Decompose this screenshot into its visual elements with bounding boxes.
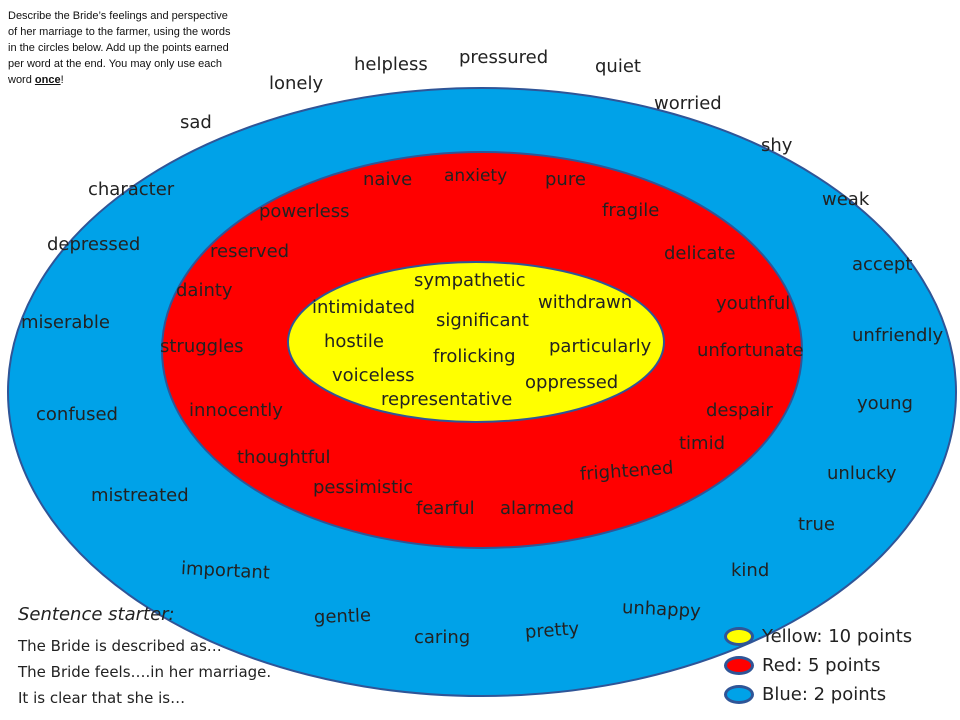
sentence-starter-line: It is clear that she is… <box>18 689 186 707</box>
word-fragile: fragile <box>602 200 660 221</box>
word-alarmed: alarmed <box>500 498 575 519</box>
word-representative: representative <box>381 389 513 410</box>
word-confused: confused <box>36 404 118 425</box>
points-legend: Yellow: 10 points Red: 5 points Blue: 2 … <box>724 622 912 709</box>
word-delicate: delicate <box>664 243 736 264</box>
word-naive: naive <box>363 169 413 190</box>
word-gentle: gentle <box>313 605 372 628</box>
legend-label: Yellow: 10 points <box>762 625 913 647</box>
word-timid: timid <box>679 433 726 454</box>
word-particularly: particularly <box>549 336 652 357</box>
word-young: young <box>857 393 913 414</box>
word-struggles: struggles <box>160 336 244 357</box>
word-miserable: miserable <box>21 312 110 333</box>
sentence-starter-heading: Sentence starter: <box>18 604 175 625</box>
word-significant: significant <box>436 310 529 331</box>
word-thoughtful: thoughtful <box>237 447 331 468</box>
word-withdrawn: withdrawn <box>538 292 633 313</box>
word-worried: worried <box>654 93 722 114</box>
word-shy: shy <box>761 135 793 156</box>
word-hostile: hostile <box>324 331 384 352</box>
word-pessimistic: pessimistic <box>313 477 414 498</box>
legend-item-yellow: Yellow: 10 points <box>724 622 912 650</box>
legend-item-red: Red: 5 points <box>724 651 912 679</box>
word-lonely: lonely <box>269 73 324 94</box>
word-sad: sad <box>180 112 212 133</box>
word-pretty: pretty <box>524 618 580 643</box>
blue-swatch-icon <box>724 684 754 704</box>
word-powerless: powerless <box>259 201 350 222</box>
sentence-starter-line: The Bride feels….in her marriage. <box>18 663 272 681</box>
word-unlucky: unlucky <box>827 463 897 484</box>
word-accept: accept <box>852 254 913 275</box>
yellow-ring <box>287 261 665 423</box>
legend-item-blue: Blue: 2 points <box>724 680 912 708</box>
word-reserved: reserved <box>210 241 290 262</box>
word-unfortunate: unfortunate <box>697 340 804 361</box>
word-voiceless: voiceless <box>332 365 415 386</box>
word-youthful: youthful <box>716 293 791 314</box>
word-true: true <box>798 514 835 535</box>
word-frolicking: frolicking <box>433 346 516 367</box>
word-weak: weak <box>822 189 870 210</box>
word-despair: despair <box>706 400 773 421</box>
word-pressured: pressured <box>459 47 549 68</box>
word-innocently: innocently <box>189 400 283 421</box>
word-mistreated: mistreated <box>91 485 189 506</box>
sentence-starter-line: The Bride is described as… <box>18 637 222 655</box>
word-kind: kind <box>731 560 770 581</box>
word-oppressed: oppressed <box>525 372 619 393</box>
word-character: character <box>88 179 175 200</box>
legend-label: Blue: 2 points <box>762 683 887 705</box>
word-unfriendly: unfriendly <box>852 325 944 346</box>
sentence-starter: Sentence starter: The Bride is described… <box>18 604 271 711</box>
word-quiet: quiet <box>595 56 641 77</box>
word-important: important <box>180 558 271 584</box>
word-dainty: dainty <box>176 280 233 301</box>
word-fearful: fearful <box>416 498 475 519</box>
word-helpless: helpless <box>354 54 428 75</box>
red-swatch-icon <box>724 655 754 675</box>
instructions-text: Describe the Bride’s feelings and perspe… <box>8 10 231 86</box>
word-caring: caring <box>414 627 471 648</box>
word-intimidated: intimidated <box>312 297 416 318</box>
word-unhappy: unhappy <box>621 597 702 623</box>
word-depressed: depressed <box>47 234 141 255</box>
yellow-swatch-icon <box>724 626 754 646</box>
word-sympathetic: sympathetic <box>414 270 526 291</box>
word-pure: pure <box>545 169 586 190</box>
legend-label: Red: 5 points <box>762 654 881 676</box>
word-anxiety: anxiety <box>444 166 508 186</box>
